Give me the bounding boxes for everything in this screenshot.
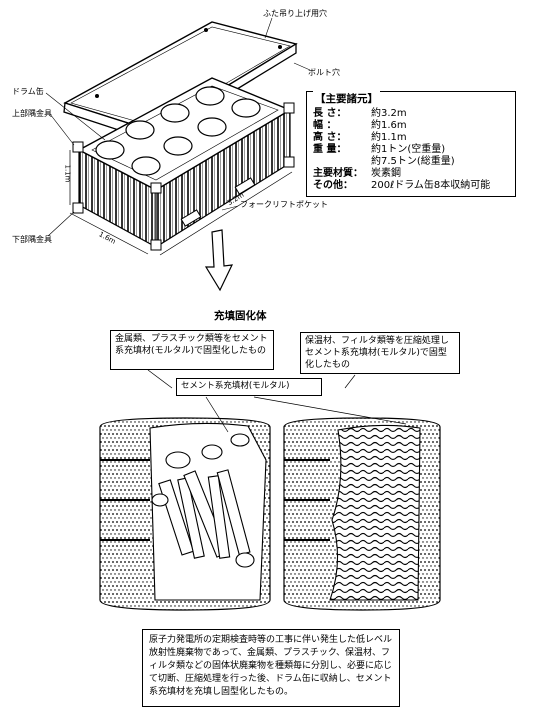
solidified-heading: 充填固化体 — [214, 310, 267, 322]
spec-title: 【主要諸元】 — [313, 91, 380, 106]
description-box: 原子力発電所の定期検査時等の工事に伴い発生した低レベル放射性廃棄物であって、金属… — [142, 629, 400, 707]
label-lid-lift-hole: ふた吊り上げ用穴 — [263, 9, 327, 18]
mortar-label: セメント系充填材(モルタル) — [176, 378, 322, 396]
section-leaders — [147, 369, 407, 433]
spec-row: 高 さ：約1.1m — [313, 132, 407, 143]
down-arrow-icon — [204, 229, 234, 292]
spec-row: 幅 ：約1.6m — [313, 120, 407, 131]
label-upper-corner: 上部隅金具 — [12, 109, 52, 118]
leader-lines — [45, 17, 311, 237]
label-dim-height: 1.1m — [63, 164, 72, 183]
label-bolt-hole: ボルト穴 — [308, 68, 340, 77]
spec-row: 主要材質：炭素鋼 — [313, 168, 401, 179]
spec-box: 【主要諸元】 長 さ：約3.2m 幅 ：約1.6m 高 さ：約1.1m 重 量：… — [306, 91, 516, 197]
label-lower-corner: 下部隅金具 — [12, 235, 52, 244]
dimension-lines — [69, 150, 293, 256]
right-note: 保温材、フィルタ類等を圧縮処理しセメント系充填材(モルタル)で固型化したもの — [300, 332, 460, 374]
label-forklift-pocket: フォークリフトポケット — [240, 200, 328, 209]
left-note: 金属類、プラスチック類等をセメント系充填材(モルタル)で固型化したもの — [110, 330, 274, 370]
spec-row: 重 量：約1トン(空重量) — [313, 144, 446, 155]
spec-row: その他：200ℓドラム缶8本収納可能 — [313, 180, 491, 191]
label-drum: ドラム缶 — [12, 87, 44, 96]
drum-section-left — [99, 417, 271, 611]
spec-row: 約7.5トン(総重量) — [371, 156, 455, 167]
spec-row: 長 さ：約3.2m — [313, 108, 407, 119]
drum-section-right — [283, 417, 441, 611]
drum-group — [95, 86, 261, 176]
